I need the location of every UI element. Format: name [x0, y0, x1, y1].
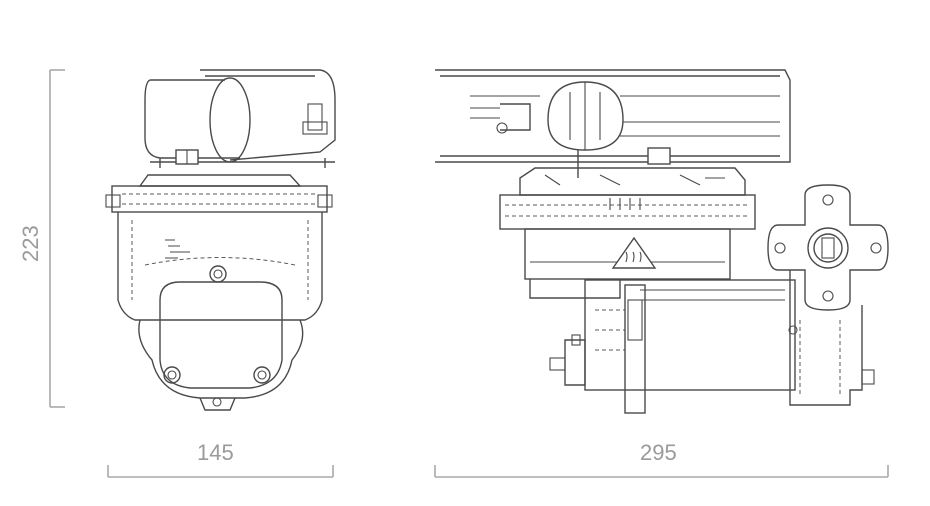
front-width-dimension	[107, 465, 334, 478]
side-mounting-bracket	[435, 69, 791, 163]
side-outlet-body	[788, 270, 875, 406]
side-width-dimension-label: 295	[640, 440, 677, 465]
hot-surface-warning-icon	[611, 236, 657, 269]
front-width-dimension-label: 145	[197, 440, 234, 465]
height-dimension	[49, 69, 65, 408]
side-outlet-flange	[767, 184, 889, 311]
side-top-nut	[647, 147, 671, 165]
front-pump-head	[105, 174, 333, 213]
side-width-dimension	[434, 465, 889, 478]
front-bottom-cover	[138, 281, 304, 411]
front-view	[105, 69, 336, 411]
front-mounting-clamp	[144, 69, 336, 168]
side-view	[435, 69, 889, 414]
height-dimension-label: 223	[18, 225, 43, 262]
side-motor-lower	[549, 279, 796, 414]
front-housing	[117, 212, 323, 321]
side-pump-head	[499, 167, 756, 230]
